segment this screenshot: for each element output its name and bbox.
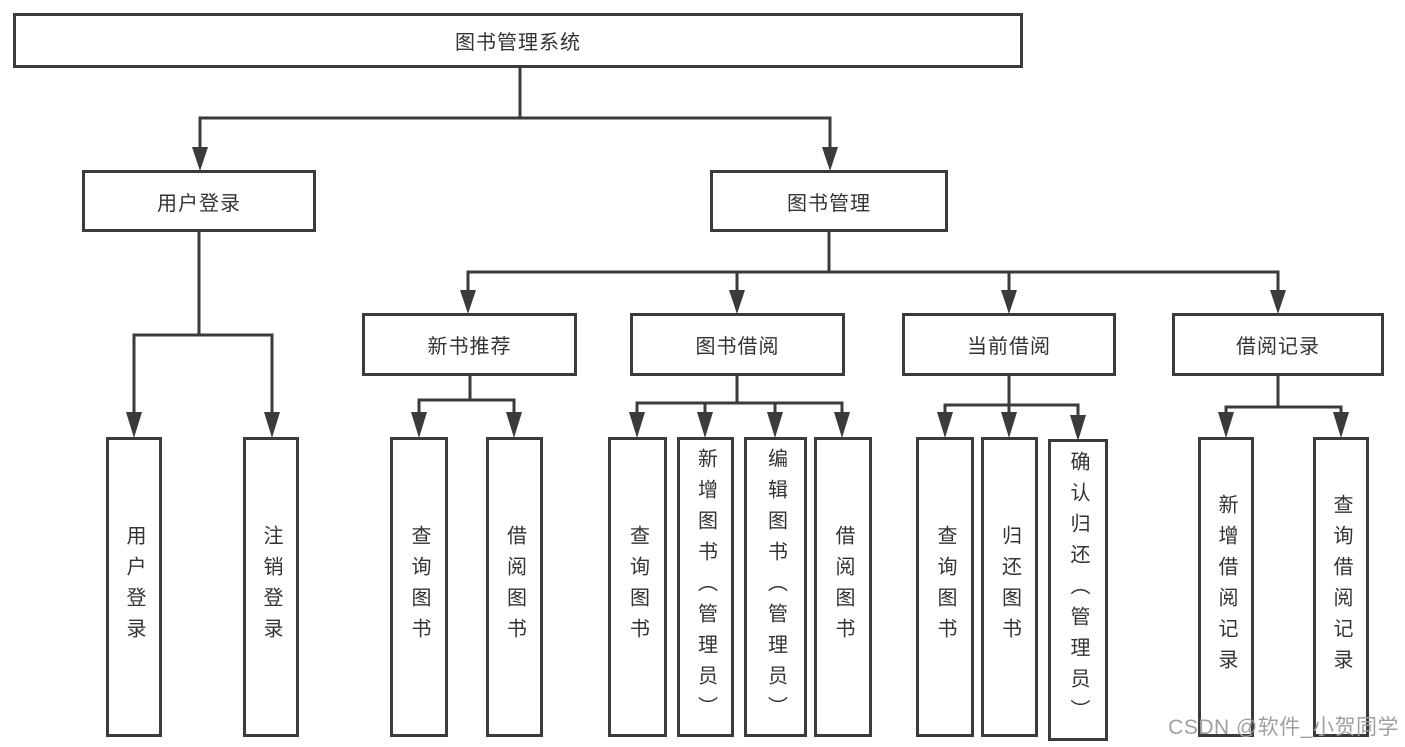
leaf-current-query-books: 查询图书 <box>916 437 974 737</box>
leaf-add-borrow-record-label: 新增借阅记录 <box>1215 494 1237 680</box>
leaf-user-login: 用户登录 <box>106 437 162 737</box>
leaf-newbook-borrow-books: 借阅图书 <box>486 437 543 737</box>
leaf-confirm-return-admin: 确认归还（管理员） <box>1048 439 1108 741</box>
node-borrowing-records: 借阅记录 <box>1172 313 1384 376</box>
node-new-book-recommend: 新书推荐 <box>362 313 577 376</box>
leaf-current-query-books-label: 查询图书 <box>934 525 956 649</box>
node-root-label: 图书管理系统 <box>455 32 581 54</box>
node-current-borrowing: 当前借阅 <box>902 313 1116 376</box>
node-book-borrowing: 图书借阅 <box>630 313 845 376</box>
node-user-login-label: 用户登录 <box>157 192 241 215</box>
node-book-management: 图书管理 <box>710 170 948 232</box>
leaf-borrowing-query-books-label: 查询图书 <box>626 525 649 649</box>
leaf-newbook-query-books: 查询图书 <box>390 437 448 737</box>
leaf-newbook-query-books-label: 查询图书 <box>408 525 430 649</box>
leaf-logout-label: 注销登录 <box>260 525 282 649</box>
leaf-borrowing-query-books: 查询图书 <box>608 437 667 737</box>
node-book-management-label: 图书管理 <box>787 192 871 215</box>
csdn-watermark: CSDN @软件_小贺同学 <box>1168 716 1399 739</box>
node-root: 图书管理系统 <box>13 13 1023 68</box>
leaf-query-borrow-record-label: 查询借阅记录 <box>1330 494 1352 680</box>
leaf-newbook-borrow-books-label: 借阅图书 <box>503 525 526 649</box>
leaf-user-login-label: 用户登录 <box>123 525 145 649</box>
node-user-login: 用户登录 <box>82 170 316 232</box>
leaf-borrowing-borrow-books-label: 借阅图书 <box>832 525 854 649</box>
node-current-borrowing-label: 当前借阅 <box>967 336 1051 358</box>
leaf-add-book-admin-label: 新增图书（管理员） <box>694 447 717 727</box>
leaf-return-books-label: 归还图书 <box>998 525 1021 649</box>
node-book-borrowing-label: 图书借阅 <box>695 336 780 358</box>
leaf-borrowing-borrow-books: 借阅图书 <box>814 437 872 737</box>
leaf-add-book-admin: 新增图书（管理员） <box>677 437 734 737</box>
arrowheads <box>126 147 1349 441</box>
leaf-edit-book-admin-label: 编辑图书（管理员） <box>764 447 787 727</box>
leaf-query-borrow-record: 查询借阅记录 <box>1313 437 1369 737</box>
leaf-logout: 注销登录 <box>243 437 299 737</box>
node-new-book-recommend-label: 新书推荐 <box>427 336 512 358</box>
leaf-confirm-return-admin-label: 确认归还（管理员） <box>1067 450 1089 730</box>
leaf-add-borrow-record: 新增借阅记录 <box>1198 437 1254 737</box>
leaf-edit-book-admin: 编辑图书（管理员） <box>744 437 807 737</box>
leaf-return-books: 归还图书 <box>981 437 1038 737</box>
node-borrowing-records-label: 借阅记录 <box>1236 336 1320 358</box>
